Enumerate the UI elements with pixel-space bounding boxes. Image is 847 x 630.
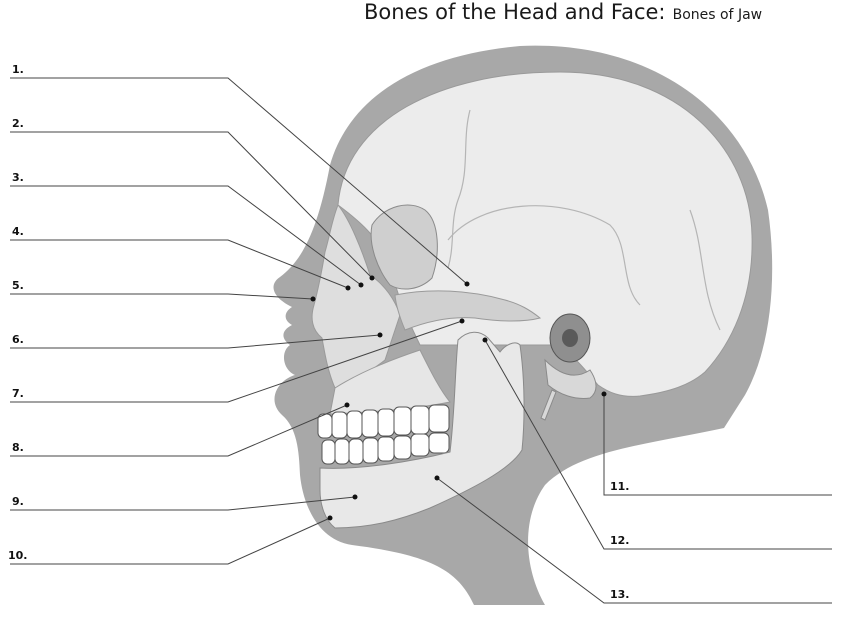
diagram-title: Bones of the Head and Face: Bones of Jaw [364,0,762,24]
coronal-suture [447,109,471,269]
ear-canal [562,329,578,347]
mandible [319,331,525,529]
styloid-process [540,389,557,421]
zygomatic-arch [394,290,542,331]
label-6: 6. [12,333,24,346]
label-9: 9. [12,495,24,508]
title-sub: Bones of Jaw [672,7,763,23]
label-13: 13. [610,588,630,601]
title-main: Bones of the Head and Face: [364,0,666,24]
lambdoid-suture [689,209,721,331]
label-7: 7. [12,387,24,400]
lower-teeth [321,432,450,465]
label-10: 10. [8,549,28,562]
label-11: 11. [610,480,630,493]
leader-lines-left [10,77,468,565]
label-2: 2. [12,117,24,130]
label-8: 8. [12,441,24,454]
mastoid-process [544,358,597,399]
upper-teeth [317,404,450,439]
label-5: 5. [12,279,24,292]
leader-lines-right [436,339,832,604]
squamous-suture [447,205,641,306]
label-1: 1. [12,63,24,76]
orbit [370,204,438,290]
label-4: 4. [12,225,24,238]
label-3: 3. [12,171,24,184]
label-12: 12. [610,534,630,547]
label-target-dots [310,275,607,521]
